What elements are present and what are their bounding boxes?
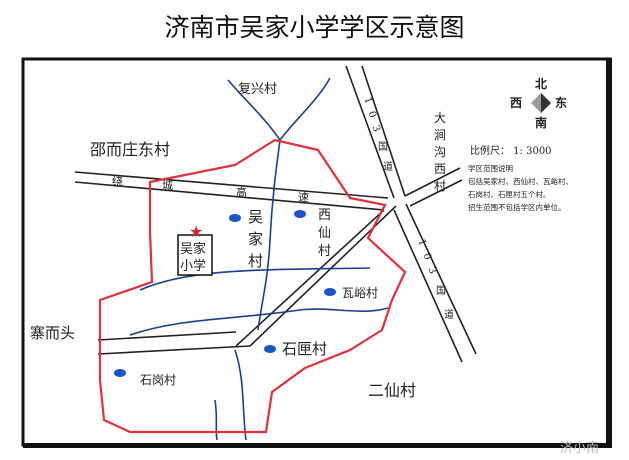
legend-line: 包括吴家村、西仙村、瓦峪村、 xyxy=(468,176,573,186)
ring-road xyxy=(74,171,389,211)
g103-char: 1 xyxy=(361,96,374,106)
school-district-boundary xyxy=(98,138,407,434)
label-wujia-2: 家 xyxy=(248,230,263,248)
label-xixian-1: 西 xyxy=(318,208,331,223)
dajian-char: 村 xyxy=(434,179,446,193)
g103-char: 1 xyxy=(415,238,428,248)
label-xixian-2: 仙 xyxy=(318,226,331,241)
label-dajian: 大 涧 沟 西 村 xyxy=(434,111,446,193)
legend-line: 招生范围不包括学区内单位。 xyxy=(468,202,566,212)
legend-text: 学区范围说明 包括吴家村、西仙村、瓦峪村、 石岗村、石匣村五个村。 招生范围不包… xyxy=(468,163,573,212)
g103-lower xyxy=(393,203,477,363)
dot-xixian xyxy=(294,210,306,218)
g103-char: 0 xyxy=(365,110,378,120)
label-wujia-1: 吴 xyxy=(248,208,263,226)
label-zhaier: 寨而头 xyxy=(30,324,75,342)
legend-line: 学区范围说明 xyxy=(468,163,513,173)
label-shigang: 石岗村 xyxy=(140,373,176,387)
label-shaoer: 邵而庄东村 xyxy=(90,140,170,159)
g103-char: 3 xyxy=(369,124,382,134)
school-label-1: 吴家 xyxy=(180,241,206,257)
g103-upper xyxy=(345,65,406,199)
diagonal-road xyxy=(235,205,397,347)
label-fuxing: 复兴村 xyxy=(238,82,277,97)
compass-west: 西 xyxy=(510,96,522,110)
west-road xyxy=(97,331,251,355)
map-frame-bottom-edge xyxy=(23,443,612,448)
label-xixian-3: 村 xyxy=(318,244,331,259)
compass-north: 北 xyxy=(535,76,547,91)
g103-char: 0 xyxy=(420,252,433,262)
dajian-char: 沟 xyxy=(434,145,446,159)
compass-south: 南 xyxy=(535,115,547,130)
compass-east: 东 xyxy=(555,95,567,110)
ring-char: 城 xyxy=(162,179,173,192)
ring-char: 高 xyxy=(236,185,247,199)
ring-char: 绕 xyxy=(112,175,123,188)
map-frame xyxy=(21,57,612,447)
dot-wujia xyxy=(229,214,241,222)
dot-shigang xyxy=(114,369,126,377)
roads xyxy=(74,65,477,363)
label-shixia: 石匣村 xyxy=(282,340,327,358)
label-wayu: 瓦峪村 xyxy=(342,286,378,300)
g103-char: 国 xyxy=(378,141,388,153)
village-dots xyxy=(114,210,336,377)
g103-char: 道 xyxy=(383,160,393,173)
dot-shixia xyxy=(264,345,276,353)
g103-char: 道 xyxy=(444,308,454,321)
dot-wayu xyxy=(324,288,336,296)
school-label-2: 小学 xyxy=(180,258,206,274)
label-wujia-3: 村 xyxy=(248,252,263,270)
ring-char: 速 xyxy=(298,191,309,204)
map-frame-right-edge xyxy=(606,58,612,448)
g103-char: 3 xyxy=(425,266,438,276)
dajian-char: 大 xyxy=(434,111,446,125)
watermark: 济小南 xyxy=(560,440,599,456)
label-erxian: 二仙村 xyxy=(368,381,416,400)
school-star-icon: ★ xyxy=(189,222,203,241)
dajian-char: 涧 xyxy=(434,128,446,142)
g103-upper-label: 1 0 3 国 道 xyxy=(361,96,393,173)
g103-east xyxy=(404,167,463,207)
g103-char: 国 xyxy=(436,285,446,297)
legend-line: 石岗村、石匣村五个村。 xyxy=(468,189,551,199)
dajian-char: 西 xyxy=(434,162,446,176)
ring-road-label: 绕 城 高 速 xyxy=(112,175,309,204)
scale-text: 比例尺： 1: 3000 xyxy=(470,144,552,157)
g103-lower-label: 1 0 3 国 道 xyxy=(415,238,454,321)
compass: 北 西 东 南 xyxy=(510,76,567,130)
map-title: 济南市吴家小学学区示意图 xyxy=(164,13,465,42)
school-box xyxy=(177,234,213,276)
